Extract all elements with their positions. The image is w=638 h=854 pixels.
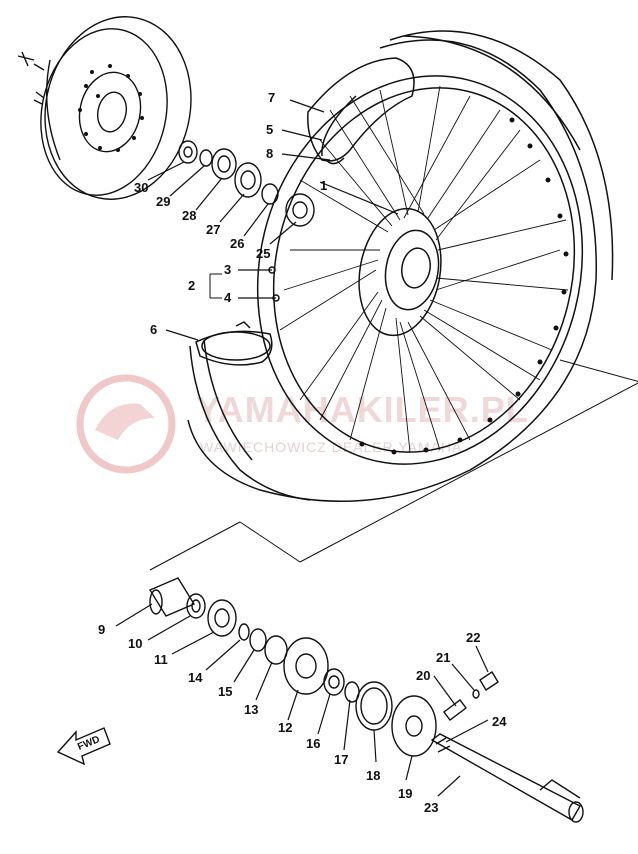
callout-30: 30 xyxy=(134,180,148,195)
callout-24: 24 xyxy=(492,714,507,729)
guide-lines xyxy=(149,273,638,571)
callout-5: 5 xyxy=(266,122,273,137)
leader-lines xyxy=(115,99,489,797)
watermark-logo-icon xyxy=(76,374,176,474)
callout-26: 26 xyxy=(230,236,244,251)
callout-22: 22 xyxy=(466,630,480,645)
callout-3: 3 xyxy=(224,262,231,277)
callout-15: 15 xyxy=(218,684,232,699)
callout-12: 12 xyxy=(278,720,292,735)
forward-direction-icon: FWD xyxy=(56,727,111,766)
callout-23: 23 xyxy=(424,800,438,815)
part-25 xyxy=(285,193,315,227)
callout-2: 2 xyxy=(188,278,195,293)
callout-labels: 7 5 8 1 2 3 4 6 30 29 28 27 26 25 9 10 1… xyxy=(98,90,507,815)
part-28 xyxy=(211,148,237,180)
callout-21: 21 xyxy=(436,650,450,665)
part-26 xyxy=(261,183,279,205)
callout-8: 8 xyxy=(266,146,273,161)
callout-11: 11 xyxy=(154,652,168,667)
callout-10: 10 xyxy=(128,636,142,651)
callout-20: 20 xyxy=(416,668,430,683)
brake-disc xyxy=(17,16,192,200)
callout-18: 18 xyxy=(366,768,380,783)
callout-13: 13 xyxy=(244,702,258,717)
wheel-assembly xyxy=(187,30,614,502)
callout-7: 7 xyxy=(268,90,275,105)
callout-1: 1 xyxy=(320,178,327,193)
callout-16: 16 xyxy=(306,736,320,751)
part-29 xyxy=(199,149,213,167)
callout-4: 4 xyxy=(224,290,232,305)
callout-25: 25 xyxy=(256,246,270,261)
callout-17: 17 xyxy=(334,752,348,767)
callout-14: 14 xyxy=(188,670,203,685)
callout-6: 6 xyxy=(150,322,157,337)
callout-28: 28 xyxy=(182,208,196,223)
part-30 xyxy=(178,140,198,164)
axle-assembly xyxy=(148,577,584,823)
callout-9: 9 xyxy=(98,622,105,637)
callout-27: 27 xyxy=(206,222,220,237)
callout-29: 29 xyxy=(156,194,170,209)
watermark-logo-mark xyxy=(95,403,155,440)
callout-19: 19 xyxy=(398,786,412,801)
upper-small-parts xyxy=(178,140,315,227)
part-27 xyxy=(234,162,262,198)
